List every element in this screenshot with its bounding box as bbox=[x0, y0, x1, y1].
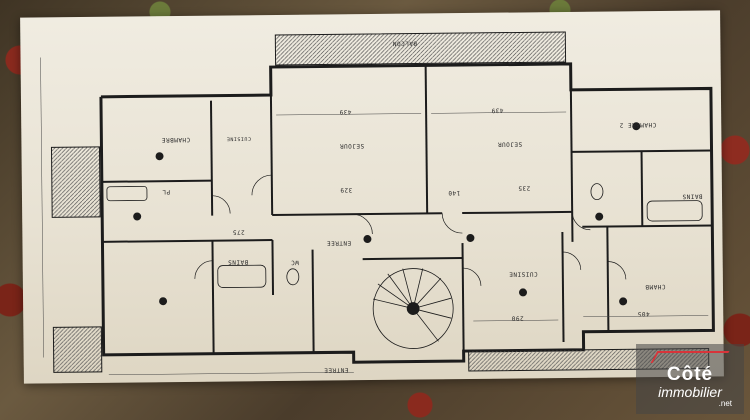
brand-watermark: Côté immobilier .net bbox=[636, 344, 744, 414]
balcony-left-lower bbox=[52, 326, 103, 373]
label-sejour-1: SEJOUR bbox=[339, 142, 365, 150]
dim-290: 290 bbox=[511, 314, 524, 322]
label-wc: WC bbox=[290, 258, 299, 266]
watermark-line-1: Côté bbox=[666, 363, 714, 385]
light-points bbox=[133, 122, 641, 306]
label-pl: PL bbox=[161, 188, 171, 196]
dim-439-b: 439 bbox=[491, 106, 504, 114]
label-entree-1: ENTREE bbox=[326, 239, 352, 247]
label-entree-2: ENTREE bbox=[323, 366, 349, 374]
fixtures bbox=[106, 183, 703, 288]
label-chambre-2: CHAMBRE 2 bbox=[619, 121, 657, 129]
label-balcon: BALCON bbox=[392, 39, 418, 47]
watermark-line-3: .net bbox=[718, 398, 732, 408]
dim-329: 329 bbox=[339, 186, 353, 194]
label-sejour-2: SEJOUR bbox=[497, 140, 523, 148]
dim-235: 235 bbox=[517, 184, 531, 192]
door-swings bbox=[194, 174, 627, 286]
label-bains-left: BAINS bbox=[227, 258, 249, 266]
spiral-stair bbox=[372, 268, 454, 349]
label-chambre-left: CHAMBRE bbox=[161, 135, 191, 144]
label-cuisine-left: CUISINE bbox=[226, 135, 251, 142]
dim-405: 405 bbox=[637, 310, 650, 318]
floor-plan-sheet: BALCON CHAMBRE CUISINE SEJOUR SEJOUR CHA… bbox=[20, 10, 724, 384]
balcony-left bbox=[50, 146, 101, 218]
dimension-lines bbox=[40, 57, 709, 376]
dim-140: 140 bbox=[447, 189, 461, 197]
dim-275: 275 bbox=[232, 228, 245, 236]
dim-439-a: 439 bbox=[339, 108, 352, 116]
label-cuisine-right: CUISINE bbox=[508, 270, 538, 278]
label-bains-right: BAINS bbox=[681, 192, 703, 200]
label-chambre-right: CHAMB bbox=[644, 282, 666, 291]
roof-logo-icon bbox=[650, 350, 730, 363]
floor-plan-drawing bbox=[40, 31, 715, 376]
watermark-line-2: immobilier bbox=[658, 383, 722, 400]
exterior-walls bbox=[99, 62, 715, 364]
balcony-top bbox=[274, 31, 567, 66]
interior-walls bbox=[101, 65, 713, 354]
